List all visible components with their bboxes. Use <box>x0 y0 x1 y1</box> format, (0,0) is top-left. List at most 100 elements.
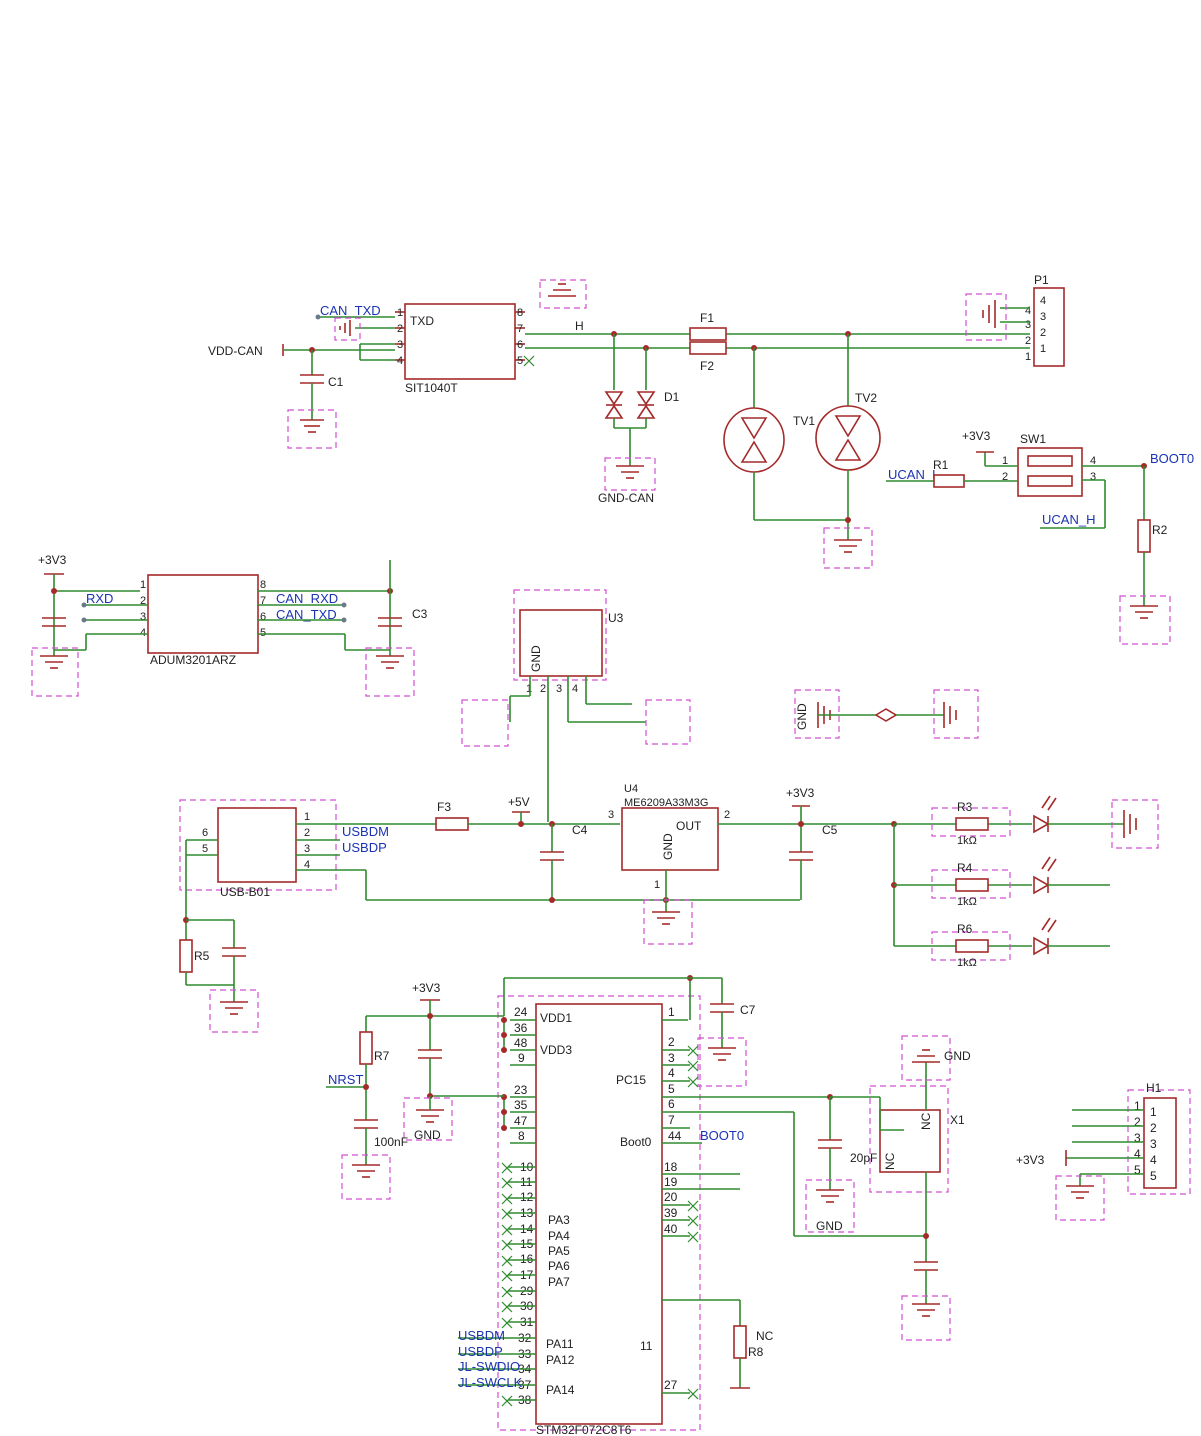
svg-text:5: 5 <box>202 843 208 855</box>
h1-label: H1 <box>1146 1081 1162 1095</box>
svg-text:3: 3 <box>1150 1137 1157 1151</box>
svg-text:1: 1 <box>526 683 532 695</box>
u4-part: ME6209A33M3G <box>624 797 708 809</box>
r6-label: R6 <box>957 922 973 936</box>
svg-text:3: 3 <box>1134 1131 1141 1145</box>
svg-text:2: 2 <box>397 323 403 335</box>
u4-label: U4 <box>624 783 638 795</box>
svg-text:3: 3 <box>556 683 562 695</box>
svg-text:3: 3 <box>140 611 146 623</box>
svg-text:24: 24 <box>514 1005 528 1019</box>
p3v3-c-label: +3V3 <box>1016 1153 1045 1167</box>
x1-nc-1: NC <box>883 1152 897 1170</box>
svg-text:1: 1 <box>654 879 660 891</box>
net-jl-swclk: JL-SWCLK <box>458 1375 523 1390</box>
net-usbdm: USBDM <box>342 824 389 839</box>
svg-text:19: 19 <box>664 1175 678 1189</box>
r3-label: R3 <box>957 800 973 814</box>
svg-text:8: 8 <box>260 579 266 591</box>
svg-text:27: 27 <box>664 1378 678 1392</box>
svg-text:1: 1 <box>1040 343 1046 355</box>
svg-text:4: 4 <box>304 859 310 871</box>
svg-text:2: 2 <box>1025 335 1031 347</box>
svg-text:20: 20 <box>664 1190 678 1204</box>
x1-nc-2: NC <box>919 1112 933 1130</box>
gnd-b-label: GND <box>816 1219 843 1233</box>
svg-text:2: 2 <box>540 683 546 695</box>
svg-text:1: 1 <box>1134 1099 1141 1113</box>
f2-label: F2 <box>700 359 714 373</box>
svg-text:1: 1 <box>1002 455 1008 467</box>
pin-pa4: PA4 <box>548 1229 570 1243</box>
svg-text:4: 4 <box>397 355 403 367</box>
pin-boot0: Boot0 <box>620 1135 652 1149</box>
svg-text:4: 4 <box>140 627 146 639</box>
f3-label: F3 <box>437 800 451 814</box>
svg-text:1: 1 <box>1150 1105 1157 1119</box>
net-usbdp-mcu: USBDP <box>458 1344 503 1359</box>
c5-label: C5 <box>822 823 838 837</box>
svg-text:2: 2 <box>724 809 730 821</box>
u3-label: U3 <box>608 611 624 625</box>
svg-text:4: 4 <box>1025 305 1031 317</box>
svg-text:4: 4 <box>1040 295 1046 307</box>
x1-label: X1 <box>950 1113 965 1127</box>
svg-text:4: 4 <box>1134 1147 1141 1161</box>
r8-nc-label: NC <box>756 1329 774 1343</box>
pin-pa12: PA12 <box>546 1353 575 1367</box>
svg-text:2: 2 <box>140 595 146 607</box>
svg-text:39: 39 <box>664 1206 678 1220</box>
r3-value: 1kΩ <box>957 835 977 847</box>
svg-text:48: 48 <box>514 1036 528 1050</box>
net-can-rxd: CAN_RXD <box>276 591 338 606</box>
net-ucan-h: UCAN_H <box>1042 512 1095 527</box>
svg-text:5: 5 <box>668 1082 675 1096</box>
r1-label: R1 <box>933 458 949 472</box>
svg-text:8: 8 <box>518 1129 525 1143</box>
pin-vdd1: VDD1 <box>540 1011 572 1025</box>
c3-label: C3 <box>412 607 428 621</box>
net-boot0-mcu: BOOT0 <box>700 1128 744 1143</box>
svg-text:3: 3 <box>668 1051 675 1065</box>
p3v3-a-label: +3V3 <box>38 553 67 567</box>
u4-out-pin: OUT <box>676 819 702 833</box>
svg-text:6: 6 <box>517 339 523 351</box>
can-transceiver-block: TXD SIT1040T 12 34 87 65 CAN_TXD VDD-CAN <box>208 273 1194 645</box>
svg-text:7: 7 <box>260 595 266 607</box>
net-ucan-l: UCAN_L <box>888 467 939 482</box>
r4-value: 1kΩ <box>957 896 977 908</box>
sw1-vcc-label: +3V3 <box>962 429 991 443</box>
tv2-label: TV2 <box>855 391 877 405</box>
svg-text:3: 3 <box>1090 471 1096 483</box>
pin-pa7: PA7 <box>548 1275 570 1289</box>
gnd-flag-label: GND <box>795 703 809 730</box>
svg-text:1: 1 <box>1025 351 1031 363</box>
r7-label: R7 <box>374 1049 390 1063</box>
svg-text:1: 1 <box>397 307 403 319</box>
net-usbdp: USBDP <box>342 840 387 855</box>
svg-text:12: 12 <box>520 1190 534 1204</box>
p3v3-b-label: +3V3 <box>786 786 815 800</box>
pin-pa11: PA11 <box>546 1337 574 1351</box>
gnd-can-label: GND-CAN <box>598 491 654 505</box>
svg-text:1: 1 <box>668 1005 675 1019</box>
svg-text:5: 5 <box>1150 1169 1157 1183</box>
svg-text:4: 4 <box>668 1066 675 1080</box>
pin-pc15: PC15 <box>616 1073 646 1087</box>
svg-text:2: 2 <box>304 827 310 839</box>
adum-label: ADUM3201ARZ <box>150 653 236 667</box>
svg-text:3: 3 <box>304 843 310 855</box>
usb-b01-label: USB-B01 <box>220 885 270 899</box>
svg-text:7: 7 <box>668 1113 675 1127</box>
svg-text:6: 6 <box>668 1097 675 1111</box>
svg-text:6: 6 <box>202 827 208 839</box>
svg-text:3: 3 <box>397 339 403 351</box>
net-rxd: RXD <box>86 591 113 606</box>
net-usbdm-mcu: USBDM <box>458 1328 505 1343</box>
svg-text:2: 2 <box>1150 1121 1157 1135</box>
tv1-label: TV1 <box>793 414 815 428</box>
svg-text:4: 4 <box>1150 1153 1157 1167</box>
power-block: USB-B01 12 34 65 USBDM USBDP R5 F3 +5V <box>179 783 1159 1033</box>
svg-text:7: 7 <box>517 323 523 335</box>
u3-gnd-pin: GND <box>529 645 543 672</box>
